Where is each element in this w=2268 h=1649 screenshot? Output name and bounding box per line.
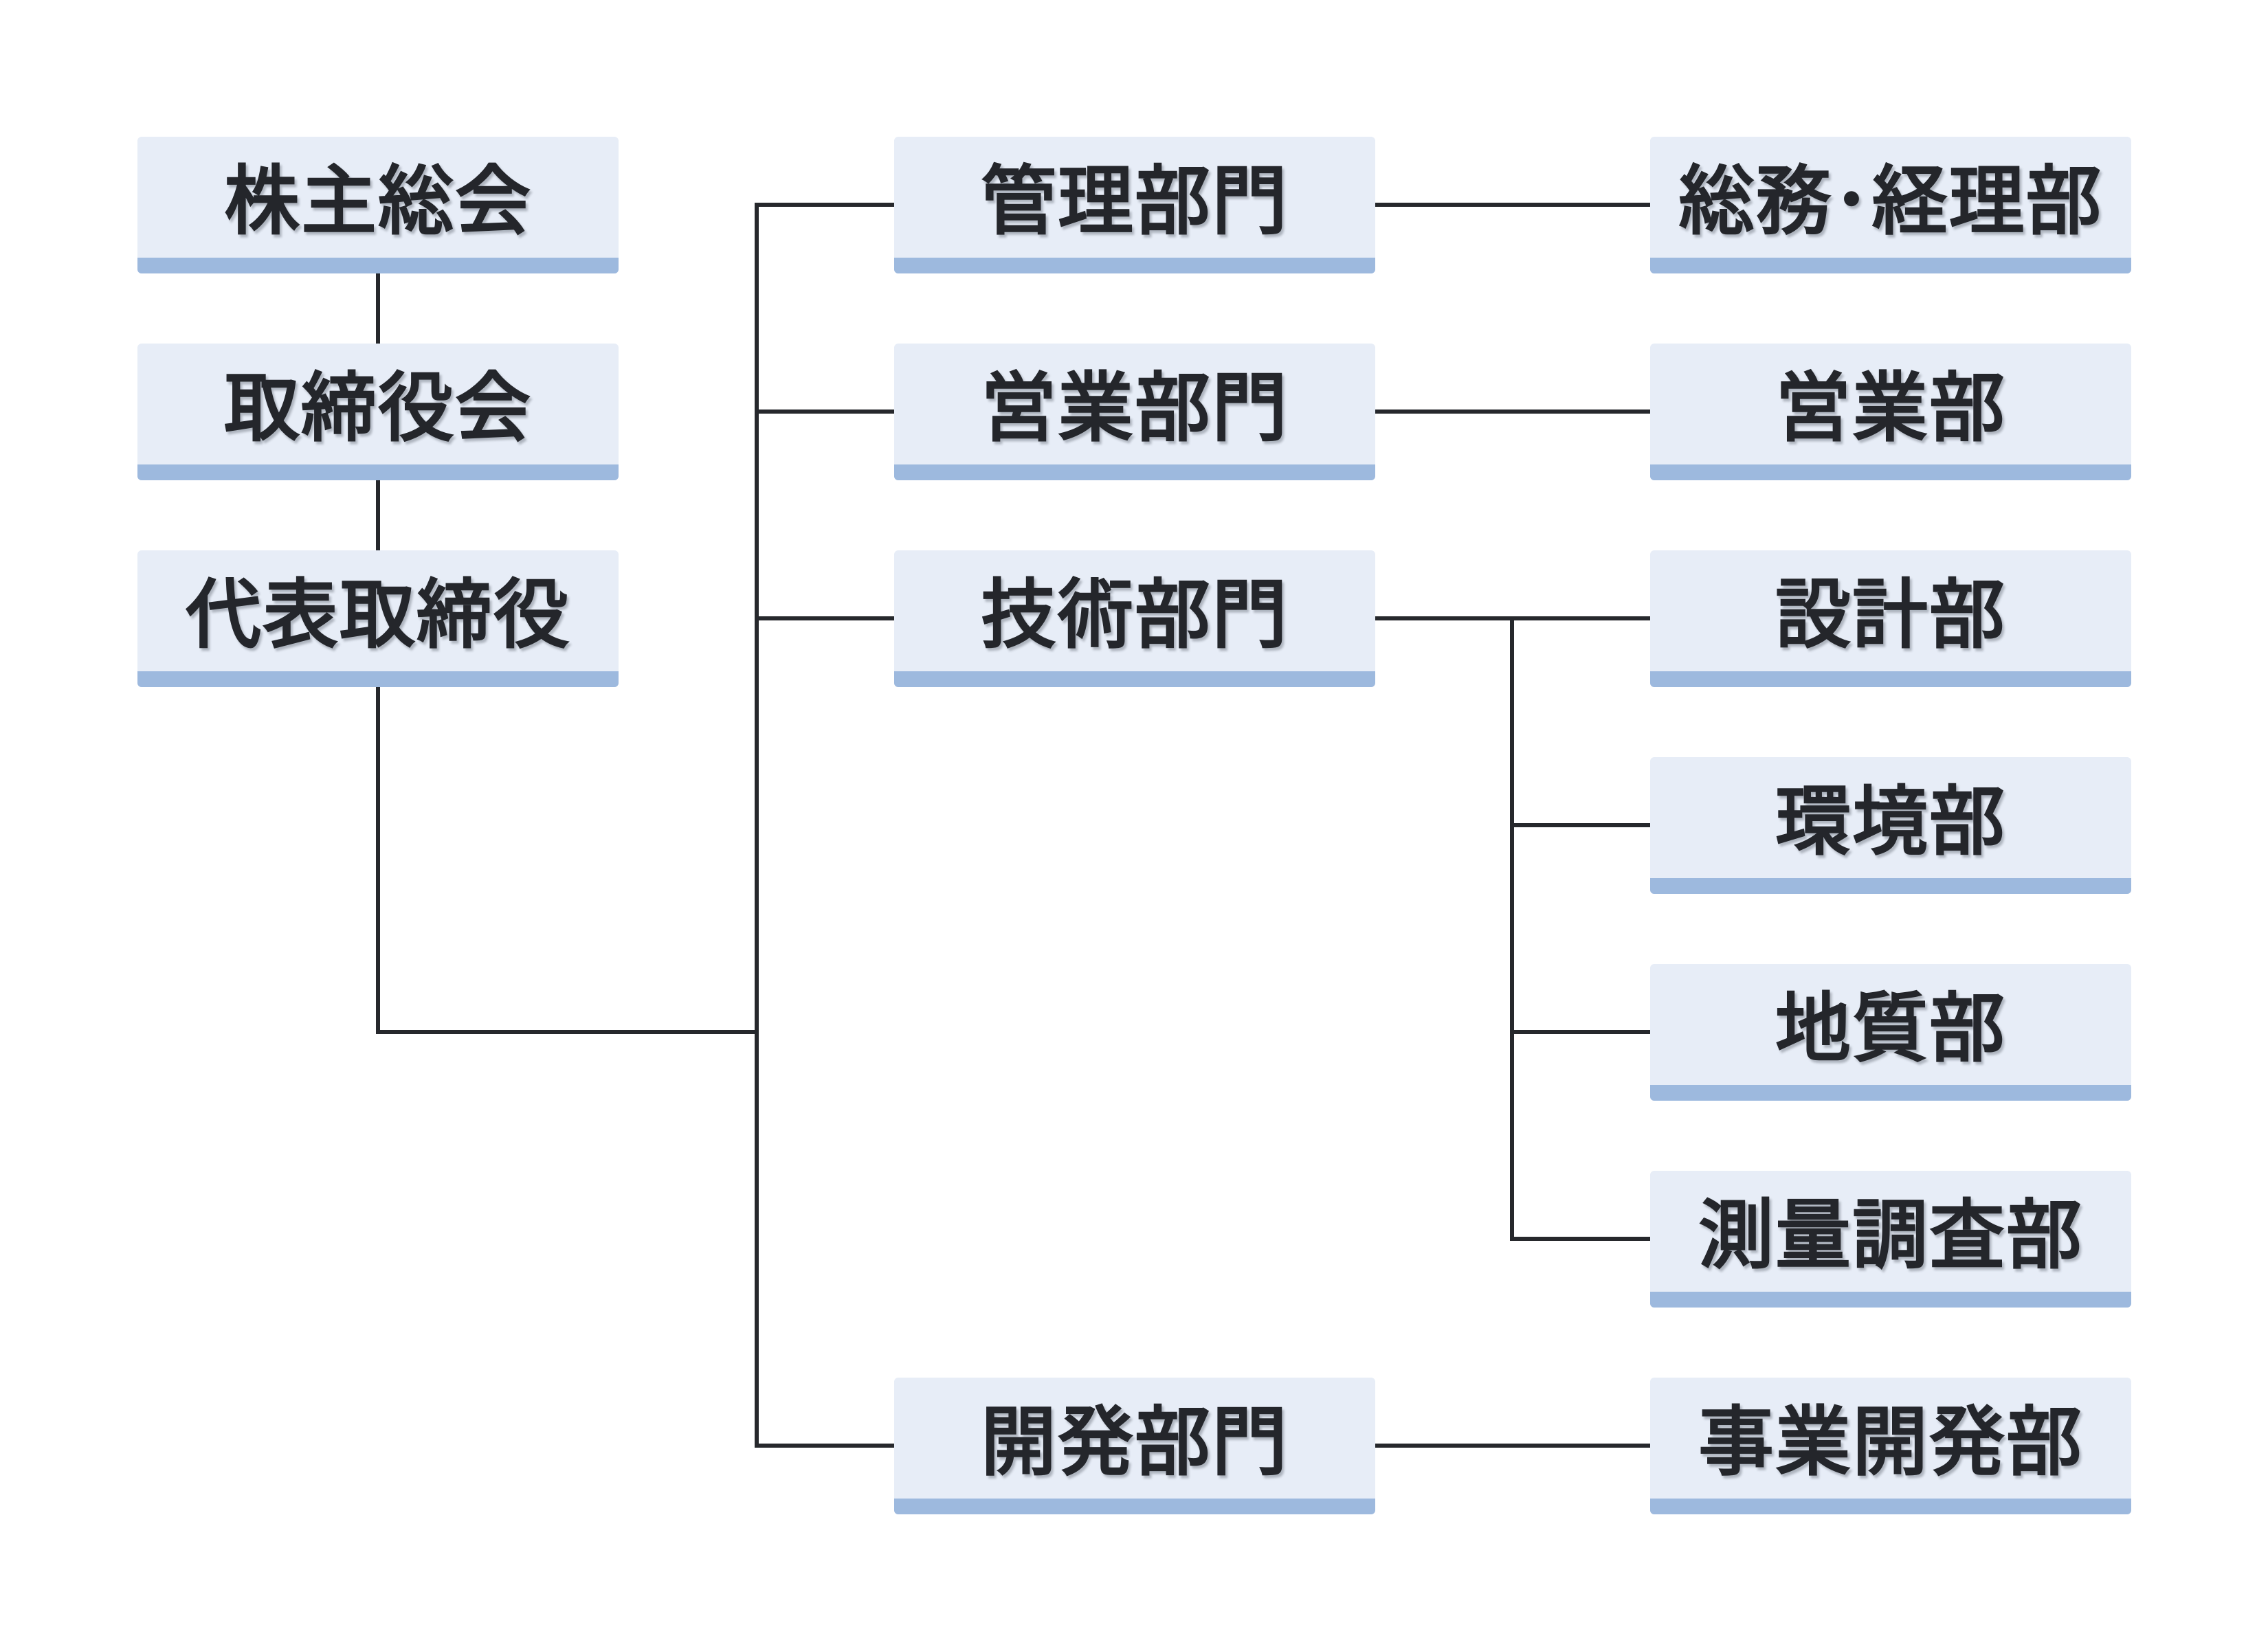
org-box-label: 測量調査部 <box>1698 1193 2083 1278</box>
org-box-label: 事業開発部 <box>1698 1400 2083 1485</box>
org-box-geology-dept: 地質部 <box>1650 964 2131 1101</box>
connector-trunk-sales-division <box>755 410 894 414</box>
org-box-sales-dept: 営業部 <box>1650 344 2131 480</box>
connector-subtrunk-geology <box>1510 1030 1650 1034</box>
connector-sales-division-to-sales-dept <box>1375 410 1650 414</box>
box-accent-bar <box>1650 671 2131 687</box>
org-box-label: 技術部門 <box>981 572 1289 658</box>
org-box-board-of-directors: 取締役会 <box>137 344 619 480</box>
org-box-design-dept: 設計部 <box>1650 550 2131 687</box>
connector-representative-elbow <box>376 1030 759 1034</box>
connector-board-representative <box>376 480 380 550</box>
org-box-sales-division: 営業部門 <box>894 344 1375 480</box>
box-accent-bar <box>894 258 1375 273</box>
connector-admin-to-general-affairs <box>1375 203 1650 207</box>
box-accent-bar <box>894 1499 1375 1514</box>
org-box-admin-division: 管理部門 <box>894 137 1375 273</box>
box-accent-bar <box>137 671 619 687</box>
connector-subtrunk-survey <box>1510 1237 1650 1241</box>
box-accent-bar <box>137 464 619 480</box>
org-box-label: 営業部門 <box>981 366 1289 451</box>
box-accent-bar <box>1650 464 2131 480</box>
org-box-general-affairs-accounting-dept: 総務･経理部 <box>1650 137 2131 273</box>
box-accent-bar <box>894 464 1375 480</box>
org-box-development-division: 開発部門 <box>894 1378 1375 1514</box>
org-box-shareholders-meeting: 株主総会 <box>137 137 619 273</box>
connector-trunk-admin-division <box>755 203 894 207</box>
connector-representative-drop <box>376 687 380 1034</box>
connector-main-trunk <box>755 203 759 1448</box>
box-accent-bar <box>1650 1499 2131 1514</box>
connector-development-to-business-development <box>1375 1444 1650 1448</box>
org-box-label: 株主総会 <box>224 159 532 244</box>
org-box-environment-dept: 環境部 <box>1650 757 2131 894</box>
box-accent-bar <box>137 258 619 273</box>
box-accent-bar <box>1650 1085 2131 1101</box>
box-accent-bar <box>1650 1292 2131 1308</box>
box-accent-bar <box>894 671 1375 687</box>
org-box-business-development-dept: 事業開発部 <box>1650 1378 2131 1514</box>
box-accent-bar <box>1650 878 2131 894</box>
org-box-label: 総務･経理部 <box>1678 159 2103 244</box>
org-box-label: 営業部 <box>1775 366 2006 451</box>
org-box-survey-research-dept: 測量調査部 <box>1650 1171 2131 1308</box>
connector-trunk-development-division <box>755 1444 894 1448</box>
org-box-label: 代表取締役 <box>186 572 570 658</box>
connector-engineering-subtrunk <box>1510 616 1514 1241</box>
org-box-label: 管理部門 <box>981 159 1289 244</box>
org-box-label: 環境部 <box>1775 779 2006 864</box>
org-box-label: 取締役会 <box>224 366 532 451</box>
org-box-representative-director: 代表取締役 <box>137 550 619 687</box>
connector-trunk-engineering-division <box>755 616 894 620</box>
connector-subtrunk-environment <box>1510 823 1650 827</box>
org-box-label: 開発部門 <box>981 1400 1289 1485</box>
org-box-label: 設計部 <box>1775 572 2006 658</box>
org-box-label: 地質部 <box>1775 986 2006 1071</box>
org-box-engineering-division: 技術部門 <box>894 550 1375 687</box>
connector-shareholders-board <box>376 273 380 344</box>
box-accent-bar <box>1650 258 2131 273</box>
